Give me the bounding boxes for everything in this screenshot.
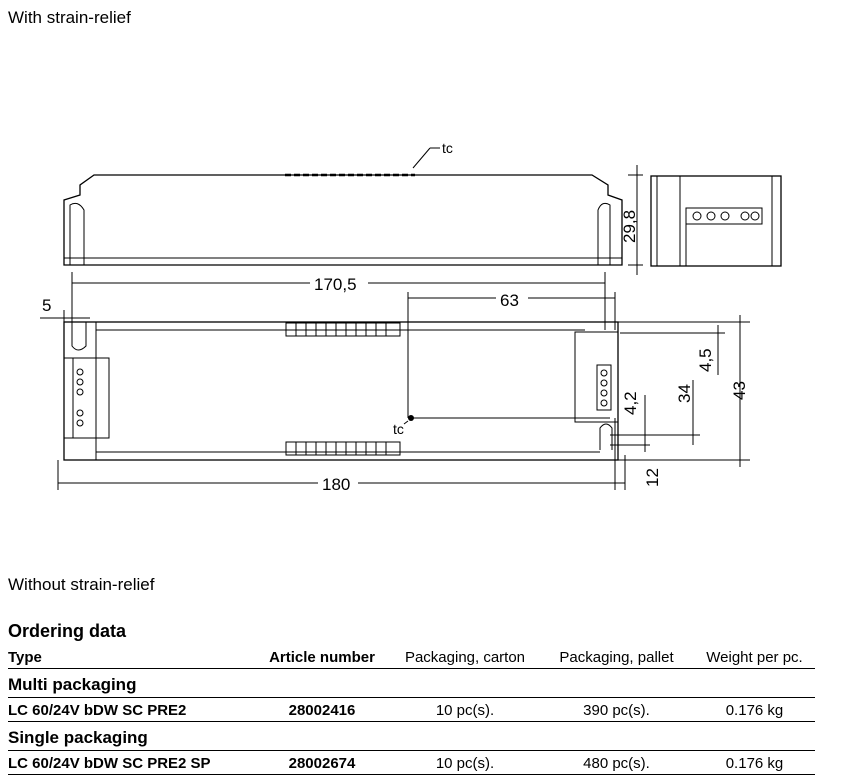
dim-length-total: 180 [322, 475, 350, 494]
cell-weight: 0.176 kg [694, 697, 815, 722]
dim-edge: 5 [42, 296, 51, 315]
dim-tc-offset: 63 [500, 291, 519, 310]
ordering-table: Type Article number Packaging, carton Pa… [8, 645, 815, 775]
group-row: Multi packaging [8, 668, 815, 698]
cell-carton: 10 pc(s). [391, 750, 539, 775]
cell-article: 28002674 [253, 750, 391, 775]
technical-drawing: tc 29,8 170,5 63 5 [40, 140, 782, 494]
cell-type: LC 60/24V bDW SC PRE2 SP [8, 750, 253, 775]
heading-without-strain-relief: Without strain-relief [8, 575, 155, 594]
ordering-data-title: Ordering data [8, 621, 127, 641]
dim-length-inner: 170,5 [314, 275, 357, 294]
top-view [63, 321, 619, 461]
end-view [650, 175, 782, 267]
side-view [63, 147, 623, 266]
dim-small-a: 4,5 [696, 348, 715, 372]
col-article-number: Article number [253, 645, 391, 669]
dim-bottom: 12 [643, 468, 662, 487]
col-weight: Weight per pc. [694, 645, 815, 669]
col-type: Type [8, 645, 253, 669]
group-row: Single packaging [8, 721, 815, 751]
table-row: LC 60/24V bDW SC PRE2 SP 28002674 10 pc(… [8, 750, 815, 775]
table-header-row: Type Article number Packaging, carton Pa… [8, 645, 815, 669]
cell-pallet: 480 pc(s). [539, 750, 694, 775]
col-packaging-pallet: Packaging, pallet [539, 645, 694, 669]
cell-weight: 0.176 kg [694, 750, 815, 775]
cell-article: 28002416 [253, 697, 391, 722]
cell-type: LC 60/24V bDW SC PRE2 [8, 697, 253, 722]
dim-width: 43 [730, 381, 749, 400]
group-label-single: Single packaging [8, 721, 815, 751]
tc-label-bottom: tc [393, 421, 404, 437]
table-row: LC 60/24V bDW SC PRE2 28002416 10 pc(s).… [8, 697, 815, 722]
tc-label-top: tc [442, 140, 453, 156]
dim-hole-spacing: 34 [675, 384, 694, 403]
heading-with-strain-relief: With strain-relief [8, 8, 131, 27]
dim-height: 29,8 [620, 210, 639, 243]
col-packaging-carton: Packaging, carton [391, 645, 539, 669]
group-label-multi: Multi packaging [8, 668, 815, 698]
cell-pallet: 390 pc(s). [539, 697, 694, 722]
dim-small-b: 4,2 [621, 391, 640, 415]
cell-carton: 10 pc(s). [391, 697, 539, 722]
